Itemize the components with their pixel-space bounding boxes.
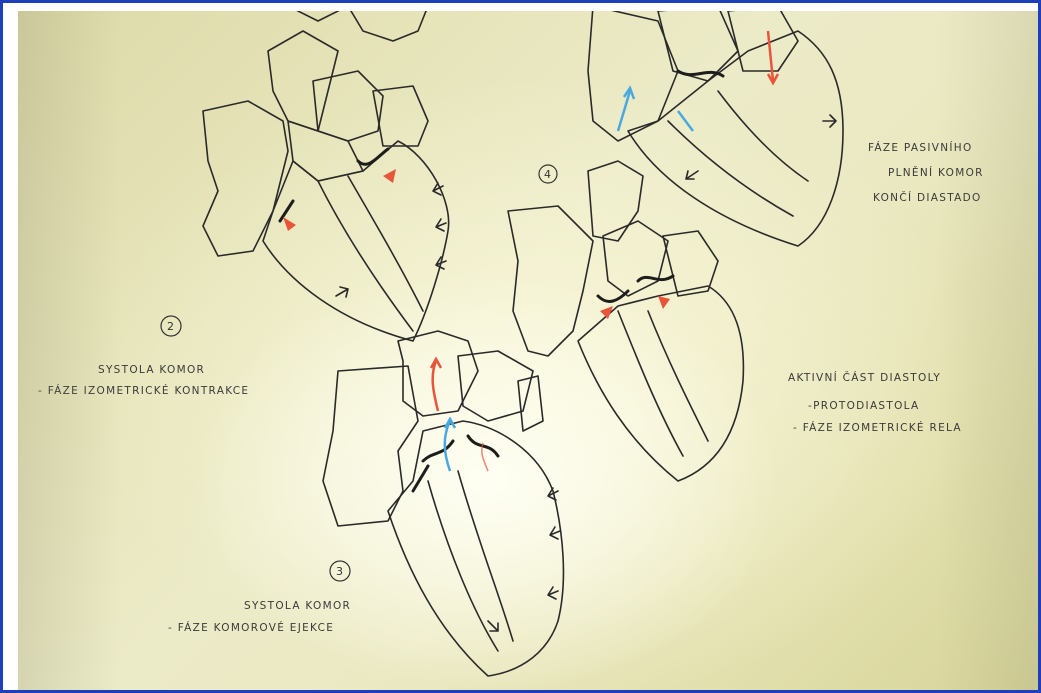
heart-cycle-drawing: 2 SYSTOLA KOMOR - FÁZE IZOMETRICKÉ KONTR… — [18, 11, 1038, 693]
label-stage-1: FÁZE PASIVNÍHO PLNĚNÍ KOMOR KONČÍ DIASTA… — [868, 141, 984, 204]
paper-sheet: 2 SYSTOLA KOMOR - FÁZE IZOMETRICKÉ KONTR… — [18, 11, 1038, 693]
stage-3-subtitle: - FÁZE KOMOROVÉ EJEKCE — [168, 621, 334, 634]
stage-1-line-2: PLNĚNÍ KOMOR — [888, 166, 984, 179]
label-stage-2: 2 SYSTOLA KOMOR - FÁZE IZOMETRICKÉ KONTR… — [38, 316, 249, 397]
stage-4-line-3: - FÁZE IZOMETRICKÉ RELA — [793, 421, 962, 434]
stage-2-title: SYSTOLA KOMOR — [98, 364, 205, 376]
stage-2-subtitle: - FÁZE IZOMETRICKÉ KONTRAKCE — [38, 384, 249, 397]
stage-1-line-1: FÁZE PASIVNÍHO — [868, 141, 973, 154]
heart-stage-3 — [323, 331, 563, 676]
stage-4-line-1: AKTIVNÍ ČÁST DIASTOLY — [788, 371, 941, 384]
heart-stage-1 — [588, 11, 843, 246]
stage-2-number: 2 — [167, 320, 174, 333]
stage-4-line-2: -PROTODIASTOLA — [808, 400, 920, 412]
heart-stage-2 — [203, 31, 449, 341]
heart-stage-4 — [508, 161, 743, 481]
stage-3-number: 3 — [336, 565, 343, 578]
top-left-heart-fragment — [288, 11, 428, 41]
stage-1-line-3: KONČÍ DIASTADO — [873, 191, 982, 204]
stage-4-number: 4 — [544, 168, 551, 181]
stage-3-title: SYSTOLA KOMOR — [244, 600, 351, 612]
label-stage-3: 3 SYSTOLA KOMOR - FÁZE KOMOROVÉ EJEKCE — [168, 561, 351, 634]
